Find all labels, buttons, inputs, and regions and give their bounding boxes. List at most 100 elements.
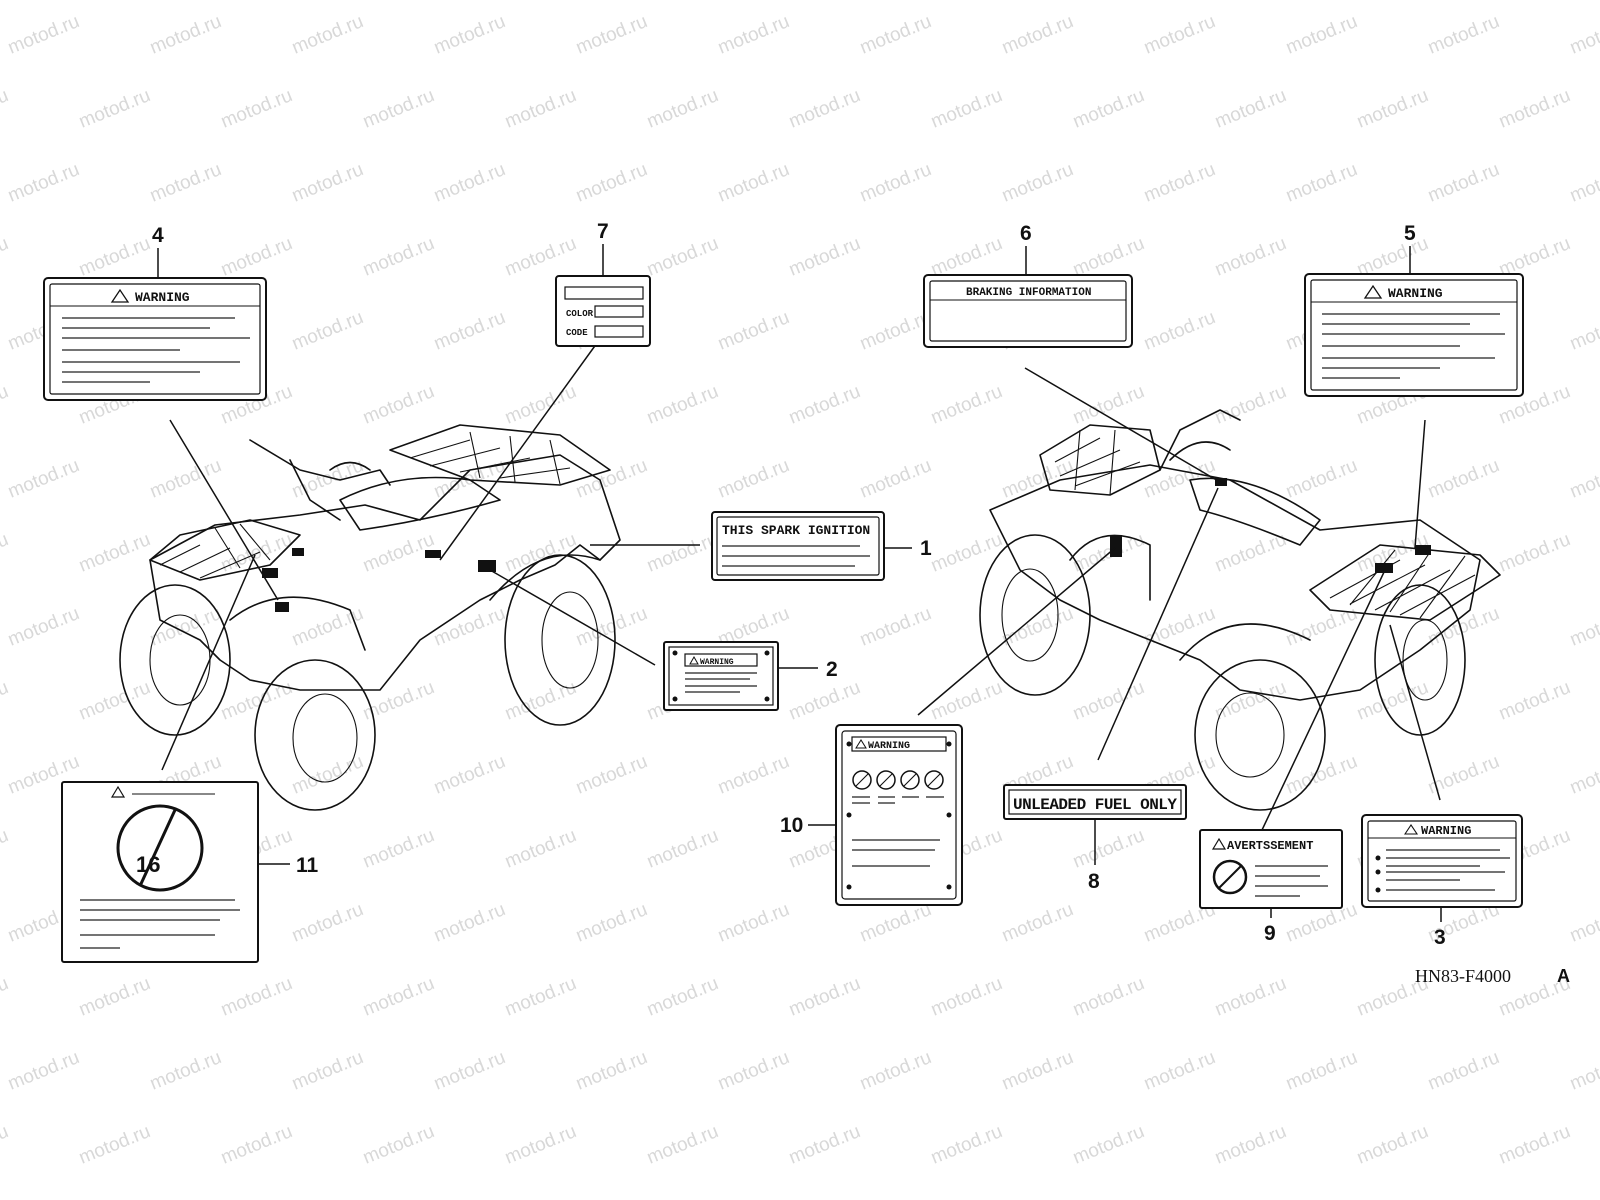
decal-4-title: WARNING <box>135 290 190 305</box>
watermark-text: motod.ru <box>1567 1195 1600 1200</box>
watermark-text: motod.ru <box>1567 159 1600 207</box>
decal-mark-tank <box>292 548 304 556</box>
watermark-text: motod.ru <box>857 1047 934 1095</box>
watermark-text: motod.ru <box>573 455 650 503</box>
watermark-text: motod.ru <box>1425 1195 1502 1200</box>
decal-8-title: UNLEADED FUEL ONLY <box>1013 796 1177 814</box>
watermark-text: motod.ru <box>1212 85 1289 133</box>
watermark-text: motod.ru <box>76 233 153 281</box>
watermark-text: motod.ru <box>0 85 11 133</box>
watermark-text: motod.ru <box>360 825 437 873</box>
watermark-text: motod.ru <box>1070 381 1147 429</box>
watermark-text: motod.ru <box>1283 159 1360 207</box>
decal-3-warning: WARNING <box>1361 814 1523 908</box>
watermark-text: motod.ru <box>644 973 721 1021</box>
watermark-text: motod.ru <box>1212 677 1289 725</box>
figure-code: HN83-F4000 <box>1415 966 1511 986</box>
callout-2: 2 <box>826 658 838 681</box>
decal-6-title: BRAKING INFORMATION <box>966 287 1091 299</box>
decal-2-title: WARNING <box>700 658 734 667</box>
watermark-text: motod.ru <box>1567 751 1600 799</box>
watermark-text: motod.ru <box>431 1195 508 1200</box>
callout-8: 8 <box>1088 870 1100 893</box>
watermark-text: motod.ru <box>1070 677 1147 725</box>
decal-mark-front <box>262 568 278 578</box>
watermark-text: motod.ru <box>147 159 224 207</box>
watermark-text: motod.ru <box>644 85 721 133</box>
watermark-text: motod.ru <box>715 159 792 207</box>
watermark-text: motod.ru <box>289 159 366 207</box>
watermark-text: motod.ru <box>857 455 934 503</box>
watermark-text: motod.ru <box>1283 1047 1360 1095</box>
decal-4-warning: WARNING <box>43 277 267 401</box>
watermark-text: motod.ru <box>999 603 1076 651</box>
watermark-text: motod.ru <box>1070 85 1147 133</box>
watermark-text: motod.ru <box>1567 307 1600 355</box>
watermark-text: motod.ru <box>715 899 792 947</box>
watermark-text: motod.ru <box>502 1121 579 1169</box>
decal-9-avertssement: AVERTSSEMENT <box>1199 829 1343 909</box>
watermark-text: motod.ru <box>76 677 153 725</box>
watermark-text: motod.ru <box>360 381 437 429</box>
watermark-text: motod.ru <box>1354 85 1431 133</box>
callout-numbers: 4 7 6 5 1 2 11 10 8 9 3 <box>152 220 1446 949</box>
watermark-text: motod.ru <box>1283 455 1360 503</box>
watermark-text: motod.ru <box>715 1195 792 1200</box>
watermark-text: motod.ru <box>1212 973 1289 1021</box>
watermark-text: motod.ru <box>573 899 650 947</box>
decal-11-age: 16 <box>61 781 259 963</box>
decal-mark-rear-fender <box>478 560 496 572</box>
watermark-text: motod.ru <box>289 1047 366 1095</box>
watermark-text: motod.ru <box>431 751 508 799</box>
watermark-text: motod.ru <box>147 1195 224 1200</box>
watermark-text: motod.ru <box>5 603 82 651</box>
watermark-text: motod.ru <box>573 159 650 207</box>
watermark-text: motod.ru <box>715 1047 792 1095</box>
watermark-text: motod.ru <box>218 85 295 133</box>
watermark-text: motod.ru <box>0 973 11 1021</box>
watermark-text: motod.ru <box>5 11 82 59</box>
watermark-text: motod.ru <box>786 85 863 133</box>
decal-mark-front-rack <box>1375 563 1393 573</box>
watermark-text: motod.ru <box>431 1047 508 1095</box>
watermark-text: motod.ru <box>1354 677 1431 725</box>
decal-6-braking-info: BRAKING INFORMATION <box>923 274 1133 348</box>
watermark-text: motod.ru <box>502 85 579 133</box>
decal-7-row-color: COLOR <box>566 309 594 319</box>
watermark-text: motod.ru <box>0 233 11 281</box>
decal-8-unleaded-fuel: UNLEADED FUEL ONLY <box>1003 784 1187 820</box>
atv-left-drawing <box>119 424 621 811</box>
watermark-text: motod.ru <box>573 751 650 799</box>
watermark-text: motod.ru <box>0 381 11 429</box>
watermark-text: motod.ru <box>431 899 508 947</box>
watermark-text: motod.ru <box>1212 1121 1289 1169</box>
watermark-text: motod.ru <box>644 825 721 873</box>
decal-1-spark-ignition: THIS SPARK IGNITION <box>711 511 885 581</box>
watermark-text: motod.ru <box>5 455 82 503</box>
watermark-text: motod.ru <box>1425 11 1502 59</box>
watermark-text: motod.ru <box>1212 233 1289 281</box>
decal-11-icon-text: 16 <box>136 852 160 877</box>
callout-10: 10 <box>780 814 803 837</box>
watermark-text: motod.ru <box>857 1195 934 1200</box>
decal-7-row-code: CODE <box>566 328 588 338</box>
callout-7: 7 <box>597 220 609 243</box>
decal-mark-side <box>1110 535 1122 557</box>
callout-11: 11 <box>296 854 319 877</box>
watermark-text: motod.ru <box>289 899 366 947</box>
watermark-text: motod.ru <box>857 899 934 947</box>
decal-3-title: WARNING <box>1421 824 1471 838</box>
watermark-text: motod.ru <box>999 1047 1076 1095</box>
watermark-text: motod.ru <box>431 11 508 59</box>
watermark-text: motod.ru <box>928 233 1005 281</box>
watermark-text: motod.ru <box>76 529 153 577</box>
watermark-text: motod.ru <box>786 677 863 725</box>
watermark-text: motod.ru <box>1283 11 1360 59</box>
watermark-text: motod.ru <box>857 307 934 355</box>
watermark-text: motod.ru <box>1425 751 1502 799</box>
watermark-text: motod.ru <box>502 529 579 577</box>
watermark-text: motod.ru <box>1496 677 1573 725</box>
decal-5-warning: WARNING <box>1304 273 1524 397</box>
